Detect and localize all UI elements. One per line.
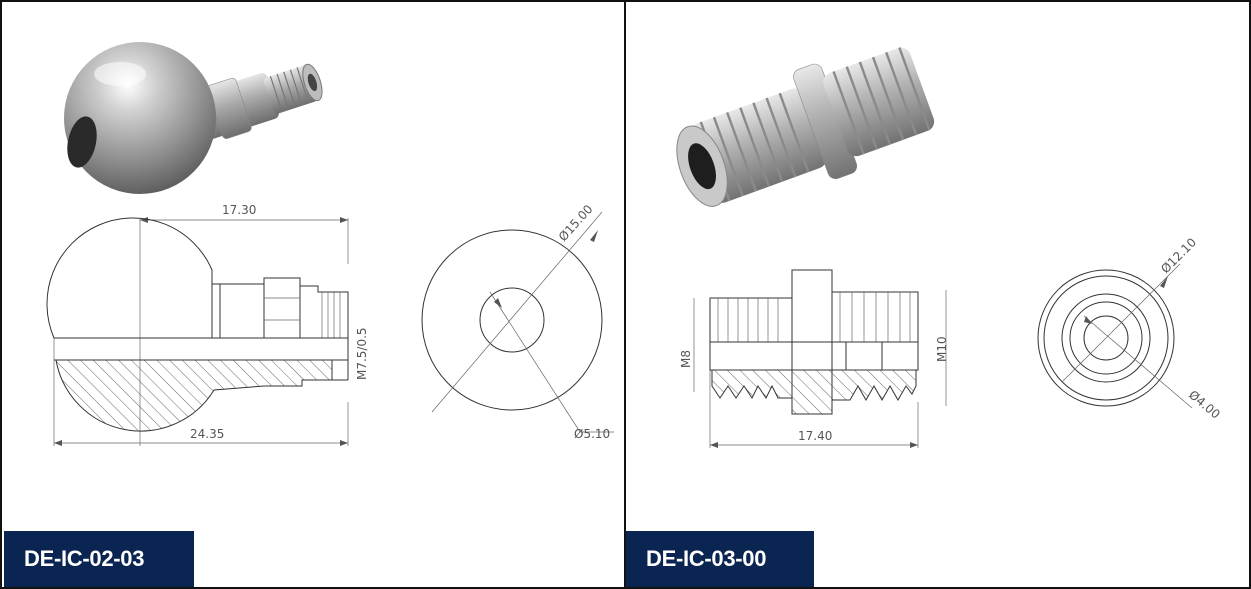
part-code-label: DE-IC-03-00 bbox=[626, 531, 814, 587]
dim-length-total: 24.35 bbox=[190, 427, 224, 441]
dim-outer-diameter: Ø15.00 bbox=[556, 202, 596, 244]
dim-outer-diameter: Ø12.10 bbox=[1158, 235, 1199, 276]
ball-joint-front-view bbox=[421, 211, 614, 433]
threaded-nipple-render bbox=[676, 47, 935, 207]
dim-thread-right: M10 bbox=[935, 336, 949, 362]
part-code-label: DE-IC-02-03 bbox=[4, 531, 194, 587]
ball-joint-render bbox=[64, 42, 323, 194]
dim-inner-diameter: Ø4.00 bbox=[1186, 388, 1223, 422]
threaded-nipple-section-view bbox=[693, 269, 947, 448]
part-panel-de-ic-02-03: 17.30 24.35 M7.5/0.5 Ø15.00 Ø5.10 DE-IC-… bbox=[0, 0, 626, 589]
technical-drawing-left: 17.30 24.35 M7.5/0.5 Ø15.00 Ø5.10 bbox=[46, 42, 614, 446]
dim-inner-diameter: Ø5.10 bbox=[574, 427, 610, 441]
dim-thread-left: M8 bbox=[679, 350, 693, 368]
threaded-nipple-front-view bbox=[1037, 263, 1193, 409]
ball-joint-section-view bbox=[46, 217, 349, 446]
dim-length-total: 17.40 bbox=[798, 429, 832, 443]
part-panel-de-ic-03-00: 17.40 M8 M10 Ø12.10 Ø4.00 DE-IC-03-00 bbox=[624, 0, 1251, 589]
dim-length-top: 17.30 bbox=[222, 203, 256, 217]
technical-drawing-right: 17.40 M8 M10 Ø12.10 Ø4.00 bbox=[676, 47, 1223, 448]
dim-thread: M7.5/0.5 bbox=[355, 327, 369, 380]
